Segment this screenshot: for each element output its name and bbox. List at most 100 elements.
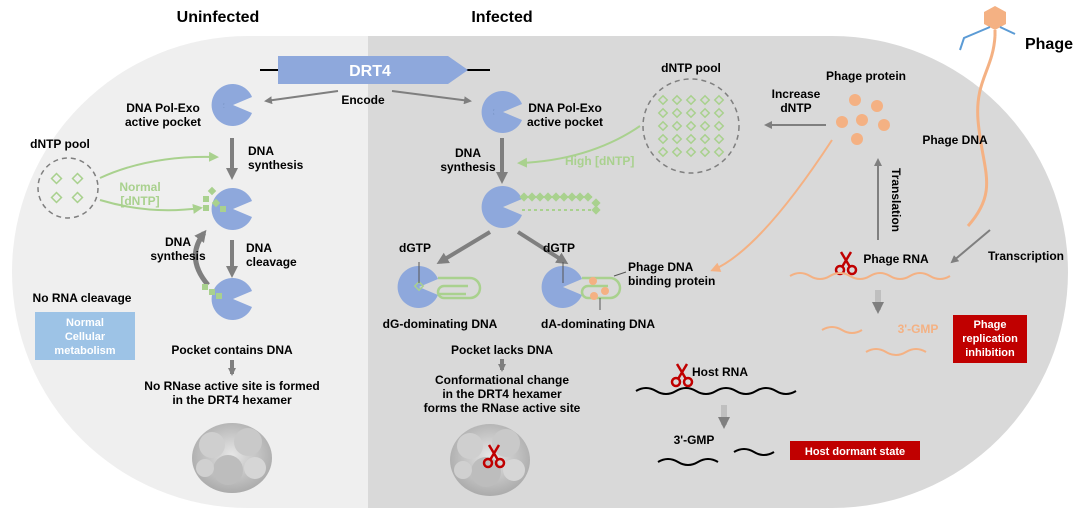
metabolism-label: Normal — [66, 317, 104, 329]
dntp-diamond — [671, 94, 683, 106]
increase-dntp-label: Increase — [772, 87, 821, 101]
dntp-diamond — [535, 192, 545, 202]
header-infected: Infected — [471, 9, 532, 26]
high-dntp-arrow — [517, 125, 641, 168]
dgtp-label-2: dGTP — [543, 241, 575, 255]
pacman-left-3 — [202, 278, 252, 320]
no-rnase-label-2: in the DRT4 hexamer — [172, 393, 292, 407]
host-rna-fragment-2 — [733, 448, 775, 456]
dntp-diamond — [685, 94, 697, 106]
dntp-diamond — [713, 107, 725, 119]
host-dormant-label: Host dormant state — [805, 446, 905, 458]
encode-arrow-right — [391, 90, 472, 105]
dntp-diamond — [591, 198, 601, 208]
phage-dna-label: Phage DNA — [922, 133, 988, 147]
dntp-diamond — [713, 120, 725, 132]
phage-rna-strand — [789, 272, 951, 280]
dntp-diamond — [657, 120, 669, 132]
transcription-arrow — [950, 229, 991, 264]
dgtp-label-1: dGTP — [399, 241, 431, 255]
dntp-diamond — [657, 146, 669, 158]
gmp-phage-label: 3'-GMP — [898, 322, 939, 336]
dntp-diamond — [713, 146, 725, 158]
left-dntp-pool-label: dNTP pool — [30, 137, 90, 151]
dntp-diamond — [657, 107, 669, 119]
dg-dominating-label: dG-dominating DNA — [383, 317, 498, 331]
no-rnase-label: No RNase active site is formed — [144, 379, 319, 393]
encode-arrow-left — [264, 90, 339, 105]
phage-inhibition-label: Phage — [973, 319, 1006, 331]
phage-inhibition-label-3: inhibition — [965, 347, 1015, 359]
left-dntp-arrow — [99, 151, 219, 179]
mid-pol-exo-label: DNA Pol-Exo — [528, 101, 602, 115]
pacman-dg — [397, 262, 482, 308]
drt4-gene: DRT4 — [260, 56, 490, 84]
dntp-diamond — [699, 133, 711, 145]
normal-dntp-label: Normal — [119, 180, 160, 194]
host-rna-fragment — [657, 458, 719, 466]
header-phage: Phage — [1025, 36, 1073, 53]
phage-rna-fragment — [821, 326, 863, 334]
dntp-diamond — [657, 133, 669, 145]
drt4-hexamer-right — [450, 424, 530, 496]
transcription-label: Transcription — [988, 249, 1064, 263]
conformational-label-2: in the DRT4 hexamer — [442, 387, 562, 401]
conformational-label-3: forms the RNase active site — [424, 401, 581, 415]
dntp-diamond — [685, 107, 697, 119]
mid-arrow-dg — [436, 230, 492, 265]
phage-dna-binding-label: Phage DNA — [628, 260, 694, 274]
mid-dna-synthesis-label-2: synthesis — [440, 160, 496, 174]
no-rna-cleavage-label: No RNA cleavage — [33, 291, 132, 305]
dntp-diamond — [685, 120, 697, 132]
binding-protein-leader — [613, 271, 627, 277]
increase-dntp-label-2: dNTP — [780, 101, 811, 115]
left-dna-cleavage-label-2: cleavage — [246, 255, 297, 269]
phage-rna-fragment-2 — [865, 348, 927, 356]
phage-protein-arrow — [710, 139, 833, 272]
left-dna-synthesis-label-b-2: synthesis — [150, 249, 206, 263]
left-dna-synthesis-label-2: synthesis — [248, 158, 304, 172]
phage-inhibition-label-2: replication — [962, 333, 1018, 345]
phage-inhibition-box — [953, 315, 1027, 363]
dntp-diamond — [657, 94, 669, 106]
left-dna-cleavage-label: DNA — [246, 241, 272, 255]
phage-protein-label: Phage protein — [826, 69, 906, 83]
metabolism-label-3: metabolism — [54, 345, 115, 357]
dntp-diamond — [671, 120, 683, 132]
scissors-icon — [482, 444, 506, 469]
gene-label: DRT4 — [349, 63, 391, 80]
metabolism-box — [35, 312, 135, 360]
dntp-diamond — [543, 192, 553, 202]
mid-dntp-chain — [519, 192, 601, 215]
left-pol-exo-label-2: active pocket — [125, 115, 201, 129]
dntp-diamond — [699, 107, 711, 119]
dntp-diamond-grid — [657, 94, 725, 158]
pacman-mid-1 — [481, 91, 522, 134]
dntp-diamond — [699, 94, 711, 106]
high-dntp-label: High [dNTP] — [565, 154, 634, 168]
drt4-hexamer-left — [192, 423, 272, 493]
pacman-da — [541, 262, 622, 310]
dntp-diamond — [671, 133, 683, 145]
da-dominating-label: dA-dominating DNA — [541, 317, 655, 331]
left-dna-synthesis-label-b: DNA — [165, 235, 191, 249]
phage-protein-dots — [836, 94, 890, 145]
encode-label: Encode — [341, 93, 385, 107]
translation-label: Translation — [889, 168, 903, 232]
dntp-diamond — [685, 133, 697, 145]
left-pol-exo-label: DNA Pol-Exo — [126, 101, 200, 115]
dntp-diamond — [567, 192, 577, 202]
dntp-diamond — [551, 192, 561, 202]
pocket-lacks-label: Pocket lacks DNA — [451, 343, 553, 357]
host-rna-strand — [635, 387, 797, 395]
dntp-diamond — [699, 120, 711, 132]
mid-dna-synthesis-label: DNA — [455, 146, 481, 160]
host-rna-label: Host RNA — [692, 365, 748, 379]
dntp-diamond — [519, 192, 529, 202]
normal-dntp-label-2: [dNTP] — [120, 194, 159, 208]
left-resynthesis-arrow — [193, 229, 210, 287]
gmp-host-label: 3'-GMP — [674, 433, 715, 447]
metabolism-label-2: Cellular — [65, 331, 106, 343]
header-uninfected: Uninfected — [177, 9, 260, 26]
